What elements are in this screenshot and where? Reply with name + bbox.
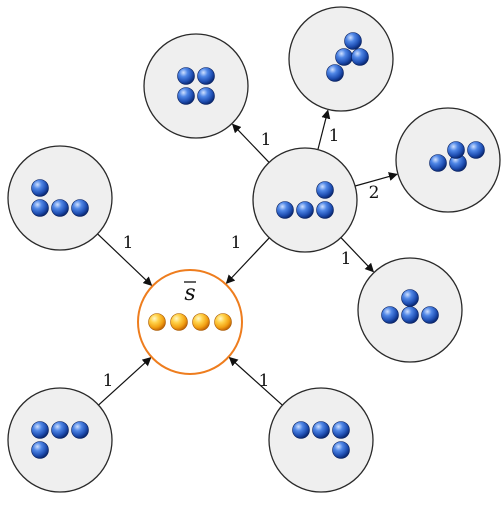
- target-node-circle: [137, 269, 243, 375]
- blue-ball: [429, 154, 447, 172]
- state-node-circle: [268, 387, 374, 493]
- blue-ball: [335, 48, 353, 66]
- edge-weight-label: 2: [369, 183, 380, 203]
- edge-hub-to-right-tilted: 2: [354, 172, 398, 203]
- blue-ball: [421, 306, 439, 324]
- blue-ball: [31, 199, 49, 217]
- edge-bottom-left-to-target: 1: [98, 356, 152, 406]
- node-hub: [252, 147, 358, 253]
- node-diagonal: [288, 6, 394, 112]
- edge-arrow: [354, 172, 398, 187]
- node-bottom-left: [7, 387, 113, 493]
- node-square: [143, 33, 249, 139]
- blue-ball: [51, 199, 69, 217]
- edge-hub-to-diagonal: 1: [317, 109, 340, 150]
- blue-ball: [31, 441, 49, 459]
- orange-ball: [192, 313, 210, 331]
- edge-weight-label: 1: [261, 130, 272, 150]
- blue-ball: [292, 421, 310, 439]
- blue-ball: [351, 48, 369, 66]
- edges-layer: 1 1 1 1 1 1 2 1: [97, 109, 398, 406]
- blue-ball: [381, 306, 399, 324]
- edge-hub-to-triangle: 1: [340, 237, 375, 273]
- blue-ball: [312, 421, 330, 439]
- state-node-circle: [7, 145, 113, 251]
- node-triangle: [357, 257, 463, 363]
- orange-ball: [214, 313, 232, 331]
- blue-ball: [31, 179, 49, 197]
- edge-arrow: [98, 356, 152, 406]
- blue-ball: [197, 67, 215, 85]
- edge-left-hook-to-target: 1: [97, 233, 153, 287]
- edge-weight-label: 1: [329, 126, 340, 146]
- blue-ball: [447, 141, 465, 159]
- node-target: s: [137, 269, 243, 375]
- blue-ball: [332, 421, 350, 439]
- nodes-layer: s: [7, 6, 501, 493]
- orange-ball: [148, 313, 166, 331]
- edge-hub-to-square: 1: [231, 123, 272, 163]
- blue-ball: [177, 67, 195, 85]
- edge-arrow: [340, 237, 375, 273]
- blue-ball: [31, 421, 49, 439]
- edge-weight-label: 1: [123, 233, 134, 253]
- blue-ball: [344, 32, 362, 50]
- edge-weight-label: 1: [341, 249, 352, 269]
- state-node-circle: [252, 147, 358, 253]
- edge-arrow: [231, 123, 270, 163]
- orange-ball: [170, 313, 188, 331]
- edge-bottom-right-to-target: 1: [228, 356, 283, 406]
- state-node-circle: [7, 387, 113, 493]
- node-right-tilted: [395, 107, 501, 213]
- node-bottom-right: [268, 387, 374, 493]
- blue-ball: [467, 141, 485, 159]
- state-node-circle: [395, 107, 501, 213]
- node-left-hook: [7, 145, 113, 251]
- blue-ball: [197, 87, 215, 105]
- blue-ball: [316, 201, 334, 219]
- state-node-circle: [143, 33, 249, 139]
- edge-weight-label: 1: [231, 233, 242, 253]
- target-label: s: [184, 281, 195, 306]
- edge-arrow: [317, 109, 331, 150]
- blue-ball: [71, 421, 89, 439]
- blue-ball: [276, 201, 294, 219]
- blue-ball: [401, 289, 419, 307]
- edge-hub-to-target: 1: [225, 233, 270, 285]
- edge-arrow: [97, 233, 153, 287]
- blue-ball: [316, 181, 334, 199]
- blue-ball: [296, 201, 314, 219]
- blue-ball: [326, 64, 344, 82]
- blue-ball: [51, 421, 69, 439]
- blue-ball: [71, 199, 89, 217]
- blue-ball: [177, 87, 195, 105]
- blue-ball: [332, 441, 350, 459]
- blue-ball: [401, 306, 419, 324]
- edge-weight-label: 1: [103, 371, 114, 391]
- edge-weight-label: 1: [259, 371, 270, 391]
- edge-arrow: [225, 237, 270, 285]
- edge-arrow: [228, 356, 283, 406]
